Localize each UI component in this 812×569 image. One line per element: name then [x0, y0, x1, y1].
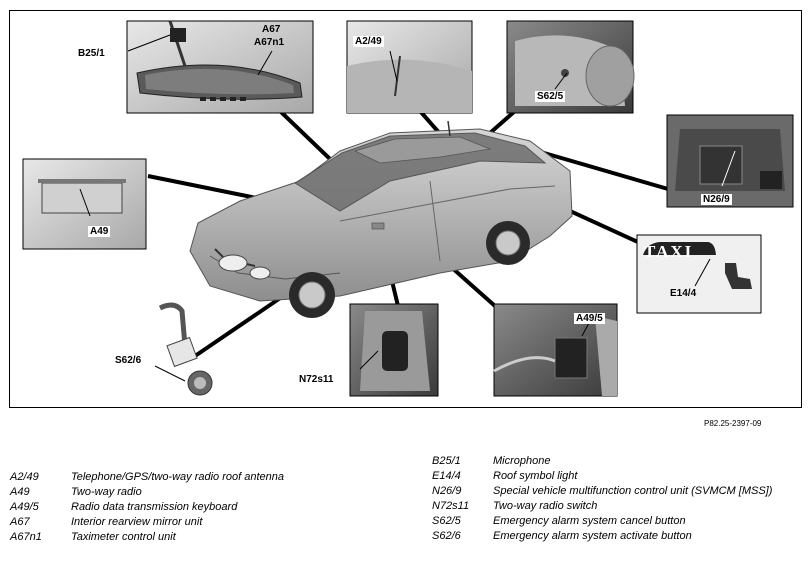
legend-row: E14/4 Roof symbol light — [432, 469, 802, 484]
callout-n26-9: N26/9 — [701, 194, 732, 205]
legend-code: B25/1 — [432, 455, 461, 467]
callout-a49-5: A49/5 — [574, 313, 605, 324]
legend-code: S62/5 — [432, 515, 461, 527]
callout-e14-4: E14/4 — [670, 288, 697, 299]
legend-description: Taximeter control unit — [71, 531, 176, 543]
photo-n26-9-unit — [666, 114, 794, 208]
component-location-diagram: B25/1 A67 A67n1 A2/49 S62/5 N26/9 A49 TA… — [9, 10, 802, 408]
legend-row: B25/1 Microphone — [432, 454, 802, 469]
legend-code: A67 — [10, 516, 30, 528]
car-illustration — [189, 120, 573, 318]
legend-code: A49 — [10, 486, 30, 498]
legend-row: A67n1 Taximeter control unit — [10, 530, 410, 545]
photo-n72s11-switch — [349, 303, 439, 397]
callout-a49: A49 — [88, 226, 111, 237]
legend-code: N72s11 — [432, 500, 470, 512]
photo-s62-5-button — [506, 20, 635, 114]
callout-n72s11: N72s11 — [299, 374, 334, 385]
legend-code: A67n1 — [10, 531, 42, 543]
legend-description: Interior rearview mirror unit — [71, 516, 203, 528]
legend-description: Emergency alarm system cancel button — [493, 515, 686, 527]
callout-s62-6: S62/6 — [115, 355, 142, 366]
callout-a2-49: A2/49 — [353, 36, 384, 47]
photo-a2-49-antenna — [346, 20, 473, 114]
legend-description: Telephone/GPS/two-way radio roof antenna — [71, 471, 285, 483]
photo-e14-4-taxi-sign — [636, 234, 762, 314]
legend-row: A2/49 Telephone/GPS/two-way radio roof an… — [10, 470, 410, 485]
legend-description: Two-way radio — [71, 486, 142, 498]
legend-row: S62/6 Emergency alarm system activate but… — [432, 529, 802, 544]
legend-left: A2/49 Telephone/GPS/two-way radio roof an… — [10, 470, 410, 545]
legend-row: N26/9 Special vehicle multifunction contr… — [432, 484, 802, 499]
callout-b25-1: B25/1 — [78, 48, 105, 59]
s62-6-button-drawing — [154, 302, 213, 396]
photo-a49-radio — [22, 158, 147, 250]
legend-description: Roof symbol light — [493, 470, 578, 482]
legend-code: S62/6 — [432, 530, 461, 542]
legend-row: A49 Two-way radio — [10, 485, 410, 500]
legend-row: N72s11 Two-way radio switch — [432, 499, 802, 514]
callout-a67n1: A67n1 — [254, 37, 285, 48]
legend-row: A49/5 Radio data transmission keyboard — [10, 500, 410, 515]
legend-description: Radio data transmission keyboard — [71, 501, 238, 513]
legend-row: A67 Interior rearview mirror unit — [10, 515, 410, 530]
legend-code: A2/49 — [10, 471, 39, 483]
legend-description: Two-way radio switch — [493, 500, 598, 512]
photo-a67-mirror — [126, 20, 314, 114]
legend-code: E14/4 — [432, 470, 461, 482]
legend-description: Microphone — [493, 455, 551, 467]
callout-a67: A67 — [262, 24, 281, 35]
legend-code: N26/9 — [432, 485, 462, 497]
leader-s62-5 — [488, 109, 517, 135]
taxi-sign-text: TAXI — [644, 242, 694, 261]
callout-s62-5: S62/5 — [535, 91, 566, 102]
diagram-artwork — [22, 20, 794, 397]
legend-code: A49/5 — [10, 501, 39, 513]
figure-reference: P82.25-2397-09 — [704, 419, 762, 428]
legend-description: Special vehicle multifunction control un… — [493, 485, 773, 497]
legend-description: Emergency alarm system activate button — [493, 530, 692, 542]
legend-row: S62/5 Emergency alarm system cancel butto… — [432, 514, 802, 529]
